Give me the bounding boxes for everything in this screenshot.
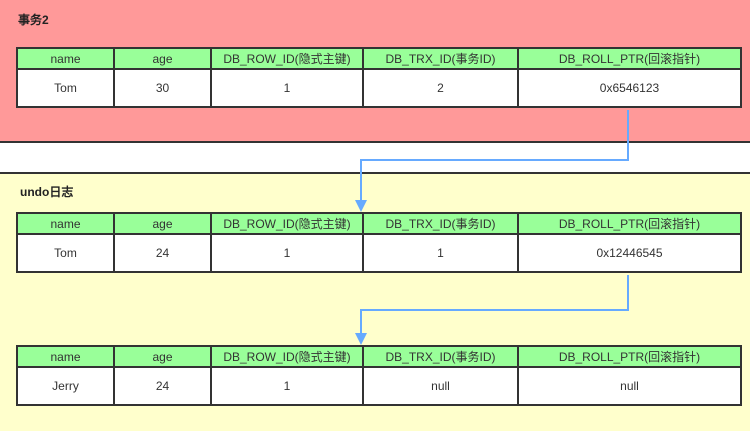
cell-roll-ptr: 0x12446545	[517, 233, 742, 273]
header-age: age	[113, 47, 212, 70]
header-trx-id: DB_TRX_ID(事务ID)	[362, 47, 519, 70]
cell-name: Tom	[16, 68, 115, 108]
header-row-id: DB_ROW_ID(隐式主键)	[210, 47, 364, 70]
header-name: name	[16, 212, 115, 235]
undo-log-title: undo日志	[20, 185, 74, 199]
header-row-id: DB_ROW_ID(隐式主键)	[210, 345, 364, 368]
transaction-title: 事务2	[18, 13, 49, 27]
cell-age: 24	[113, 233, 212, 273]
cell-age: 24	[113, 366, 212, 406]
header-trx-id: DB_TRX_ID(事务ID)	[362, 345, 519, 368]
header-roll-ptr: DB_ROLL_PTR(回滚指针)	[517, 47, 742, 70]
cell-roll-ptr: 0x6546123	[517, 68, 742, 108]
cell-name: Jerry	[16, 366, 115, 406]
cell-row-id: 1	[210, 233, 364, 273]
arrow-head-2	[355, 333, 367, 345]
cell-trx-id: 1	[362, 233, 519, 273]
arrow-head-1	[355, 200, 367, 212]
cell-row-id: 1	[210, 366, 364, 406]
cell-roll-ptr: null	[517, 366, 742, 406]
header-row-id: DB_ROW_ID(隐式主键)	[210, 212, 364, 235]
header-roll-ptr: DB_ROLL_PTR(回滚指针)	[517, 345, 742, 368]
cell-trx-id: null	[362, 366, 519, 406]
cell-age: 30	[113, 68, 212, 108]
cell-trx-id: 2	[362, 68, 519, 108]
header-age: age	[113, 212, 212, 235]
cell-row-id: 1	[210, 68, 364, 108]
header-roll-ptr: DB_ROLL_PTR(回滚指针)	[517, 212, 742, 235]
cell-name: Tom	[16, 233, 115, 273]
arrow-line-1	[360, 110, 629, 202]
header-name: name	[16, 47, 115, 70]
header-age: age	[113, 345, 212, 368]
header-trx-id: DB_TRX_ID(事务ID)	[362, 212, 519, 235]
arrow-line-2	[360, 275, 629, 335]
header-name: name	[16, 345, 115, 368]
